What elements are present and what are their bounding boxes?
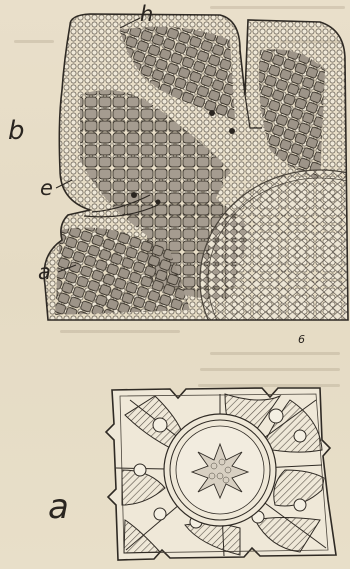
label-a-lower: a (48, 490, 69, 524)
